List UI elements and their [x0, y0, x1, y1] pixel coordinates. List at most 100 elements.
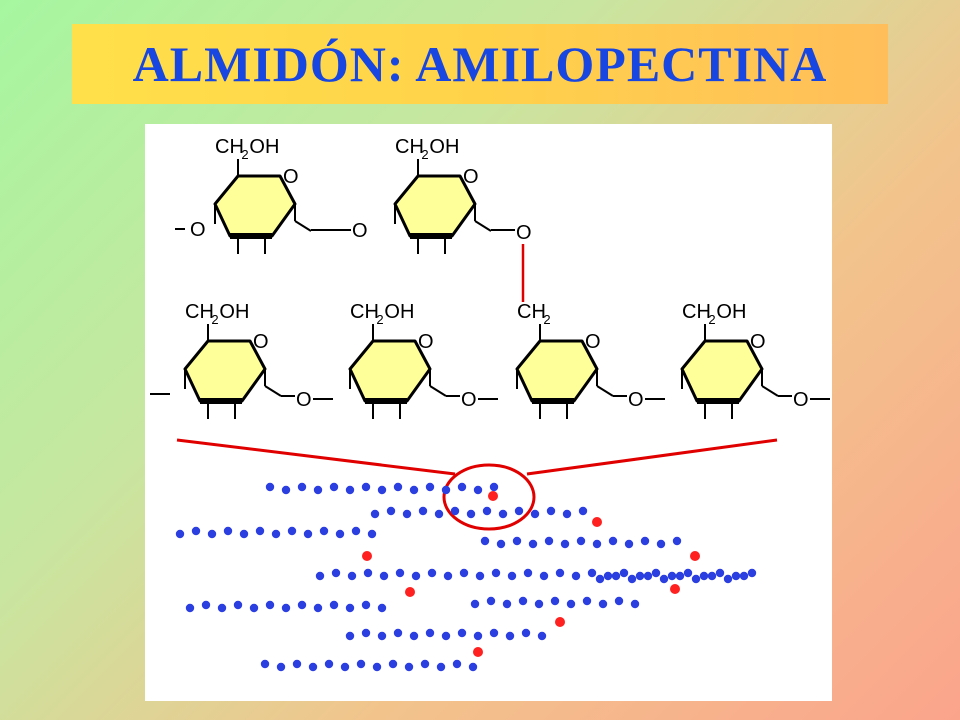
glucose-unit — [319, 526, 329, 536]
glucose-unit — [361, 600, 371, 610]
ring-oxygen-label: O — [750, 331, 766, 353]
glucose-unit — [324, 659, 334, 669]
glucose-unit — [361, 482, 371, 492]
glucose-unit — [404, 662, 414, 672]
glucose-unit — [528, 539, 538, 549]
glucose-unit — [480, 536, 490, 546]
glycosidic-oxygen-label: O — [190, 219, 206, 241]
glucose-unit — [715, 568, 725, 578]
glucose-unit — [345, 603, 355, 613]
glucose-unit — [691, 574, 701, 584]
ring-bond — [429, 385, 447, 397]
glucose-unit — [457, 628, 467, 638]
glucose-unit — [576, 536, 586, 546]
glucose-unit — [651, 568, 661, 578]
glucose-unit — [571, 571, 581, 581]
glucose-unit — [739, 571, 749, 581]
branch-point — [690, 551, 700, 561]
glucose-unit — [409, 631, 419, 641]
glucose-unit — [329, 600, 339, 610]
group-label-subscript: 2 — [421, 147, 428, 162]
group-label-text: OH — [384, 301, 414, 323]
glucose-unit — [367, 529, 377, 539]
glucose-unit — [624, 539, 634, 549]
glucose-unit — [233, 600, 243, 610]
group-label-subscript: 2 — [376, 312, 383, 327]
glucose-unit — [595, 574, 605, 584]
glucose-unit — [411, 571, 421, 581]
glucose-unit — [377, 485, 387, 495]
glucose-unit — [683, 568, 693, 578]
group-label-text: CH — [350, 301, 379, 323]
ring-oxygen-label: O — [418, 331, 434, 353]
ring-oxygen-label: O — [253, 331, 269, 353]
group-label-text: OH — [219, 301, 249, 323]
glucose-unit — [699, 571, 709, 581]
glucose-unit — [427, 568, 437, 578]
glucose-unit — [486, 596, 496, 606]
glucose-unit — [592, 539, 602, 549]
glucose-unit — [175, 529, 185, 539]
glucose-unit — [340, 662, 350, 672]
glucose-unit — [297, 482, 307, 492]
glucose-unit — [313, 603, 323, 613]
glucose-unit — [643, 571, 653, 581]
zoom-indicator — [176, 438, 778, 531]
glucose-unit — [281, 603, 291, 613]
glucose-unit — [659, 574, 669, 584]
glucose-unit — [420, 659, 430, 669]
group-label-subscript: 2 — [211, 312, 218, 327]
glucose-unit — [582, 596, 592, 606]
glucose-unit — [351, 526, 361, 536]
glucose-unit — [537, 631, 547, 641]
glucose-unit — [303, 529, 313, 539]
glucose-unit — [518, 596, 528, 606]
glucose-unit — [452, 659, 462, 669]
glucose-unit — [491, 568, 501, 578]
group-label-subscript: 2 — [708, 312, 715, 327]
glucose-unit — [560, 539, 570, 549]
glucose-unit — [470, 599, 480, 609]
glucose-unit — [249, 603, 259, 613]
glucose-unit — [434, 509, 444, 519]
glucose-unit — [292, 659, 302, 669]
branch-point — [405, 587, 415, 597]
glucose-unit — [223, 526, 233, 536]
group-label-text: CH — [682, 301, 711, 323]
group-label: CH2 — [517, 301, 551, 327]
glucose-unit — [656, 539, 666, 549]
glucose-unit — [297, 600, 307, 610]
group-label-subscript: 2 — [241, 147, 248, 162]
glucose-unit — [747, 568, 757, 578]
zoom-line-right — [526, 438, 778, 476]
branched-chain-schematic — [175, 482, 757, 672]
glucose-unit — [731, 571, 741, 581]
glucose-unit — [707, 571, 717, 581]
glucose-unit — [363, 568, 373, 578]
glucose-unit — [276, 662, 286, 672]
branch-point — [555, 617, 565, 627]
glucose-unit — [457, 482, 467, 492]
glucose-unit — [473, 631, 483, 641]
glucose-unit — [281, 485, 291, 495]
ring-oxygen-label: O — [463, 166, 479, 188]
glucose-unit — [482, 506, 492, 516]
glucose-unit — [372, 662, 382, 672]
glucose-unit — [217, 603, 227, 613]
glucose-unit — [418, 506, 428, 516]
glucose-unit — [255, 526, 265, 536]
glucose-unit — [489, 628, 499, 638]
glucose-unit — [313, 485, 323, 495]
glycosidic-oxygen-label: O — [296, 389, 312, 411]
glucose-unit — [578, 506, 588, 516]
glucose-unit — [441, 631, 451, 641]
glucose-unit — [388, 659, 398, 669]
